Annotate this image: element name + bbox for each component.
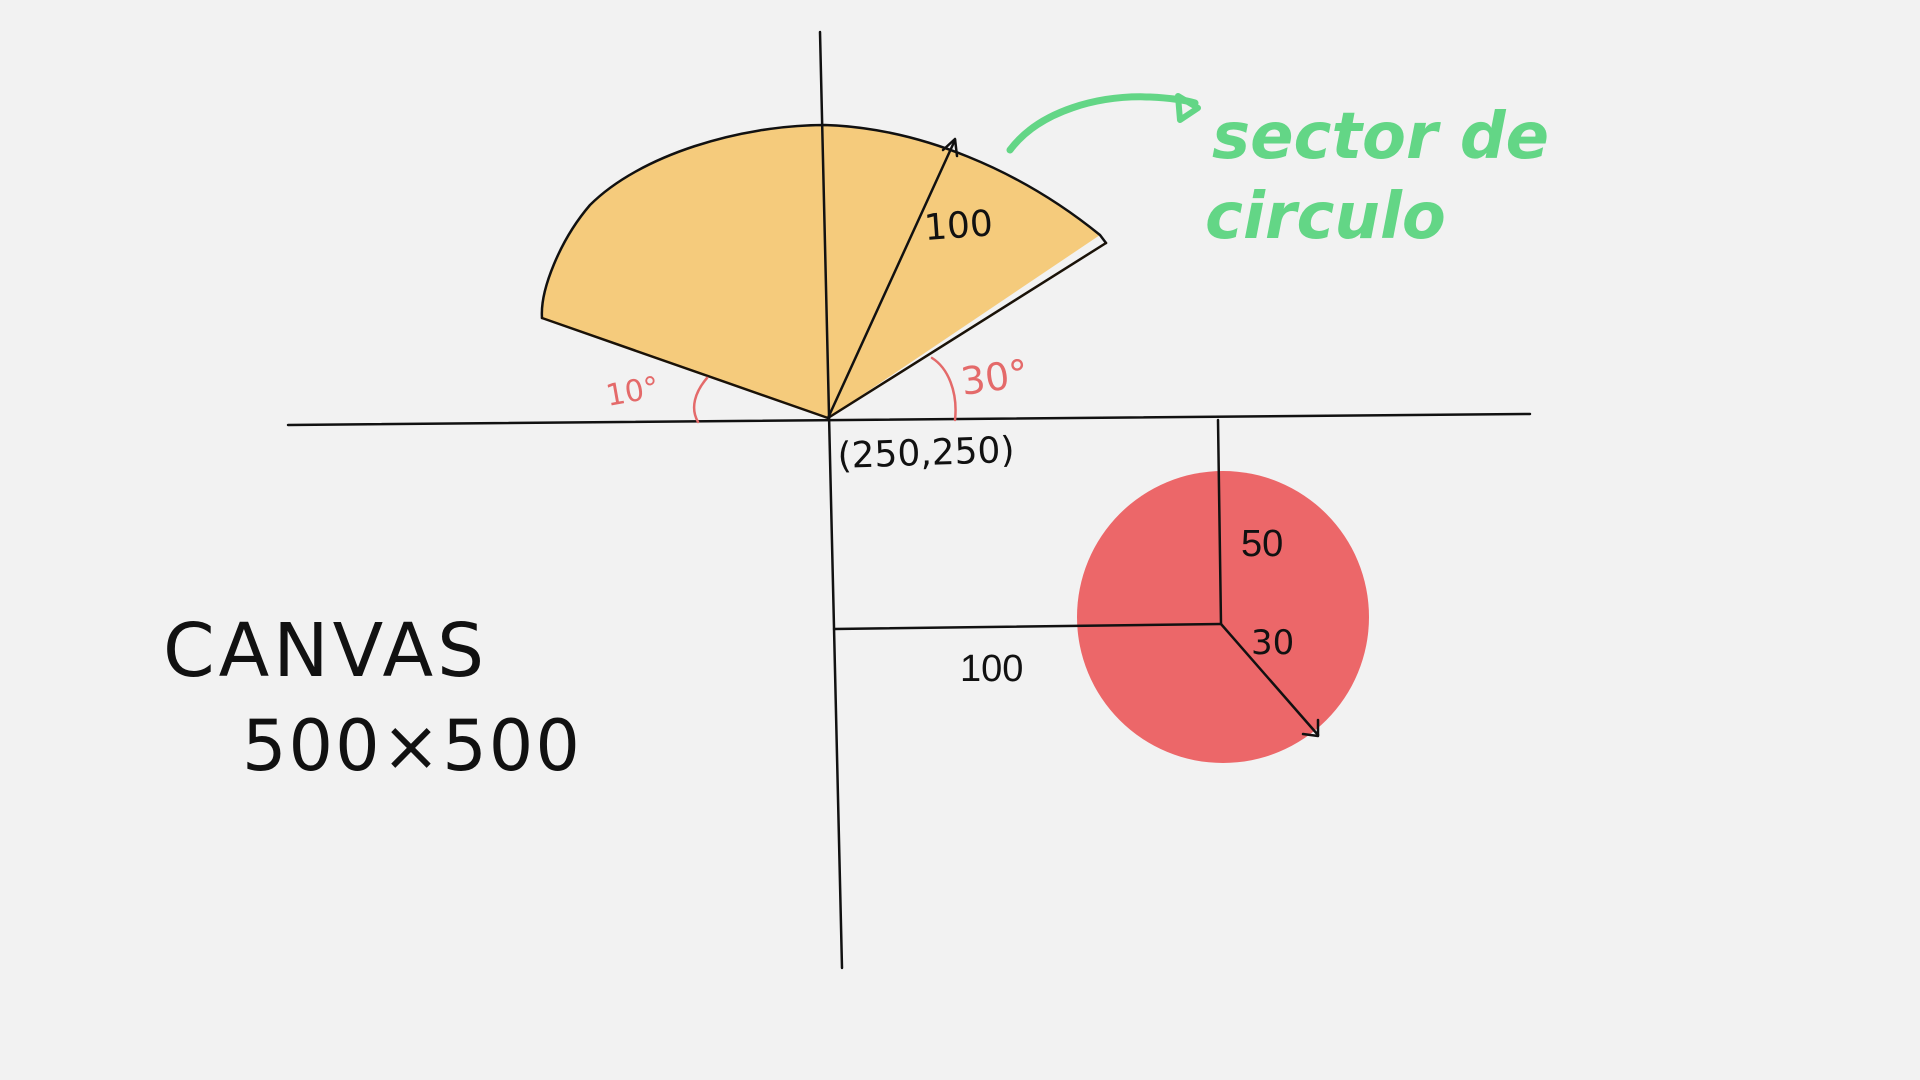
origin-label: (250,250) bbox=[837, 430, 1015, 477]
circle-radius-label: 30 bbox=[1251, 623, 1294, 663]
callout-arrowhead bbox=[1175, 93, 1201, 123]
canvas-title: CANVAS bbox=[163, 608, 488, 694]
sector-radius-label: 100 bbox=[923, 203, 994, 249]
sector-arc-outline bbox=[540, 123, 1108, 320]
canvas-size: 500×500 bbox=[242, 705, 582, 787]
circle-radius-arrowhead bbox=[1301, 718, 1320, 738]
angle-label-right: 30° bbox=[958, 351, 1031, 404]
vertical-axis bbox=[818, 30, 844, 970]
circle-offset-horizontal bbox=[832, 622, 1223, 631]
callout-label-line1: sector de bbox=[1212, 100, 1549, 174]
callout-label-line2: circulo bbox=[1205, 180, 1446, 254]
circle-offset-x-label: 100 bbox=[960, 648, 1023, 690]
red-circle bbox=[1077, 471, 1369, 763]
sector-edge-left bbox=[540, 316, 830, 420]
angle-arc-left bbox=[692, 376, 709, 424]
horizontal-axis bbox=[286, 412, 1532, 427]
callout-arrow bbox=[1006, 93, 1199, 154]
sector-radius-arrowhead bbox=[941, 137, 959, 158]
sector-fill bbox=[541, 125, 1100, 418]
circle-offset-y-label: 50 bbox=[1241, 523, 1283, 565]
sector-radius-arrow bbox=[826, 138, 957, 420]
angle-arc-right bbox=[930, 356, 957, 422]
circle-offset-vertical bbox=[1216, 418, 1223, 626]
sector-edge-right bbox=[826, 241, 1108, 420]
circle-radius-arrow bbox=[1219, 622, 1320, 737]
angle-label-left: 10° bbox=[603, 370, 661, 414]
